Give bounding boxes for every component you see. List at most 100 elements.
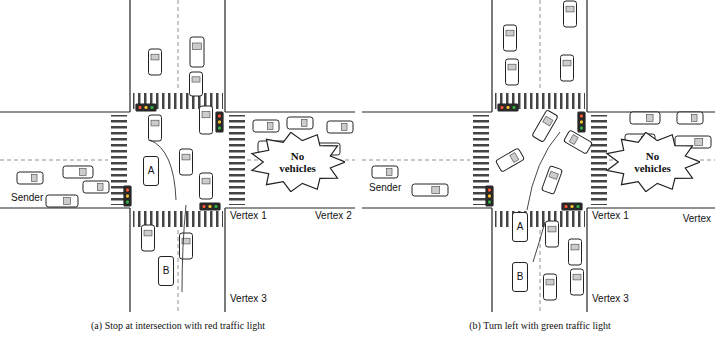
vehicle-body xyxy=(412,184,448,196)
vehicle-body xyxy=(17,172,43,184)
vehicle-window xyxy=(386,169,392,176)
vehicle-window xyxy=(267,123,273,130)
vehicle-window xyxy=(80,169,87,176)
vehicle xyxy=(504,25,517,51)
location-label: Sender xyxy=(10,192,44,203)
vehicle xyxy=(190,37,204,67)
vehicle-window xyxy=(569,135,578,145)
vehicle-body xyxy=(149,115,162,141)
vehicle-window xyxy=(691,115,697,122)
vehicle-window xyxy=(301,120,307,127)
vehicle-window xyxy=(647,115,654,122)
vehicle-window xyxy=(508,64,516,70)
vehicle-window xyxy=(510,153,519,163)
location-label: Vertex 2 xyxy=(314,210,353,221)
vehicle-body xyxy=(180,149,193,175)
vehicle xyxy=(149,49,162,75)
vehicle xyxy=(83,181,109,193)
vehicle-body xyxy=(546,221,559,247)
starburst-callout: No vehicles xyxy=(250,132,345,192)
vehicle-label: B xyxy=(163,266,170,276)
vehicle xyxy=(46,195,78,207)
vehicle-body xyxy=(495,148,524,172)
vehicle-window xyxy=(432,187,440,194)
subfigure-caption: (b) Turn left with green traffic light xyxy=(468,320,611,331)
vehicle xyxy=(506,59,519,85)
vehicle xyxy=(495,148,524,172)
vehicle-window xyxy=(151,120,159,126)
illustration-part xyxy=(17,1,711,300)
vehicle-body xyxy=(569,239,582,265)
road-intersection xyxy=(362,0,715,312)
starburst-shape xyxy=(607,132,700,191)
vehicle-body xyxy=(564,1,577,27)
location-label: Sender xyxy=(368,182,402,193)
vehicle xyxy=(564,1,577,27)
vehicle xyxy=(17,172,43,184)
vehicle xyxy=(142,225,155,251)
vehicle-body xyxy=(544,274,557,300)
vehicle-window xyxy=(202,112,210,118)
vehicle-body xyxy=(561,55,574,81)
vehicle xyxy=(546,221,559,247)
labeled-vehicle: A xyxy=(143,156,159,186)
vehicle-window xyxy=(563,60,571,66)
vehicle-body xyxy=(200,106,213,134)
vehicle-body xyxy=(190,72,203,96)
vehicle xyxy=(200,173,213,199)
vehicle-window xyxy=(144,230,152,236)
vehicle xyxy=(412,184,448,196)
vehicle xyxy=(287,117,313,129)
vehicle-window xyxy=(193,43,202,50)
vehicle xyxy=(190,72,203,96)
turn-path xyxy=(182,205,186,292)
vehicle xyxy=(200,106,213,134)
vehicle-body xyxy=(200,173,213,199)
vehicle-window xyxy=(695,139,703,146)
location-label: Vertex 3 xyxy=(229,293,268,304)
vehicle xyxy=(63,166,93,178)
vehicle-window xyxy=(566,6,574,12)
vehicle-label: A xyxy=(517,222,524,232)
labeled-vehicle: B xyxy=(158,256,174,286)
vehicle xyxy=(561,55,574,81)
illustration-part xyxy=(150,132,560,292)
vehicle-window xyxy=(64,198,71,205)
location-label: Vertex xyxy=(682,213,712,224)
vehicle-window xyxy=(543,116,553,126)
vehicle-label: A xyxy=(148,166,155,176)
turn-path xyxy=(533,222,545,262)
vehicle xyxy=(532,110,558,142)
vehicle-body xyxy=(571,269,584,295)
vehicle xyxy=(372,166,398,178)
vehicle-body xyxy=(677,112,703,124)
location-label: Vertex 1 xyxy=(591,210,630,221)
vehicle xyxy=(569,239,582,265)
vehicle xyxy=(571,269,584,295)
vehicle xyxy=(541,166,562,195)
vehicle-body xyxy=(327,121,353,133)
vehicle-body xyxy=(83,181,109,193)
vehicle-body xyxy=(532,110,558,142)
vehicle-window xyxy=(202,178,210,184)
vehicle xyxy=(327,121,353,133)
labeled-vehicle: B xyxy=(512,262,528,292)
vehicle-body xyxy=(149,49,162,75)
labeled-vehicle: A xyxy=(512,212,528,242)
starburst-shape xyxy=(252,132,345,191)
road-intersection xyxy=(0,0,355,312)
vehicle xyxy=(563,130,592,154)
vehicle-window xyxy=(546,279,554,285)
vehicle-body xyxy=(190,37,204,67)
vehicle-body xyxy=(372,166,398,178)
vehicle-window xyxy=(548,226,556,232)
vehicle-window xyxy=(506,30,514,36)
vehicle xyxy=(544,274,557,300)
vehicle-body xyxy=(180,233,193,259)
vehicle xyxy=(180,149,193,175)
vehicle-body xyxy=(504,25,517,51)
vehicle-body xyxy=(541,166,562,195)
vehicle-window xyxy=(151,54,159,60)
vehicle xyxy=(630,112,660,124)
